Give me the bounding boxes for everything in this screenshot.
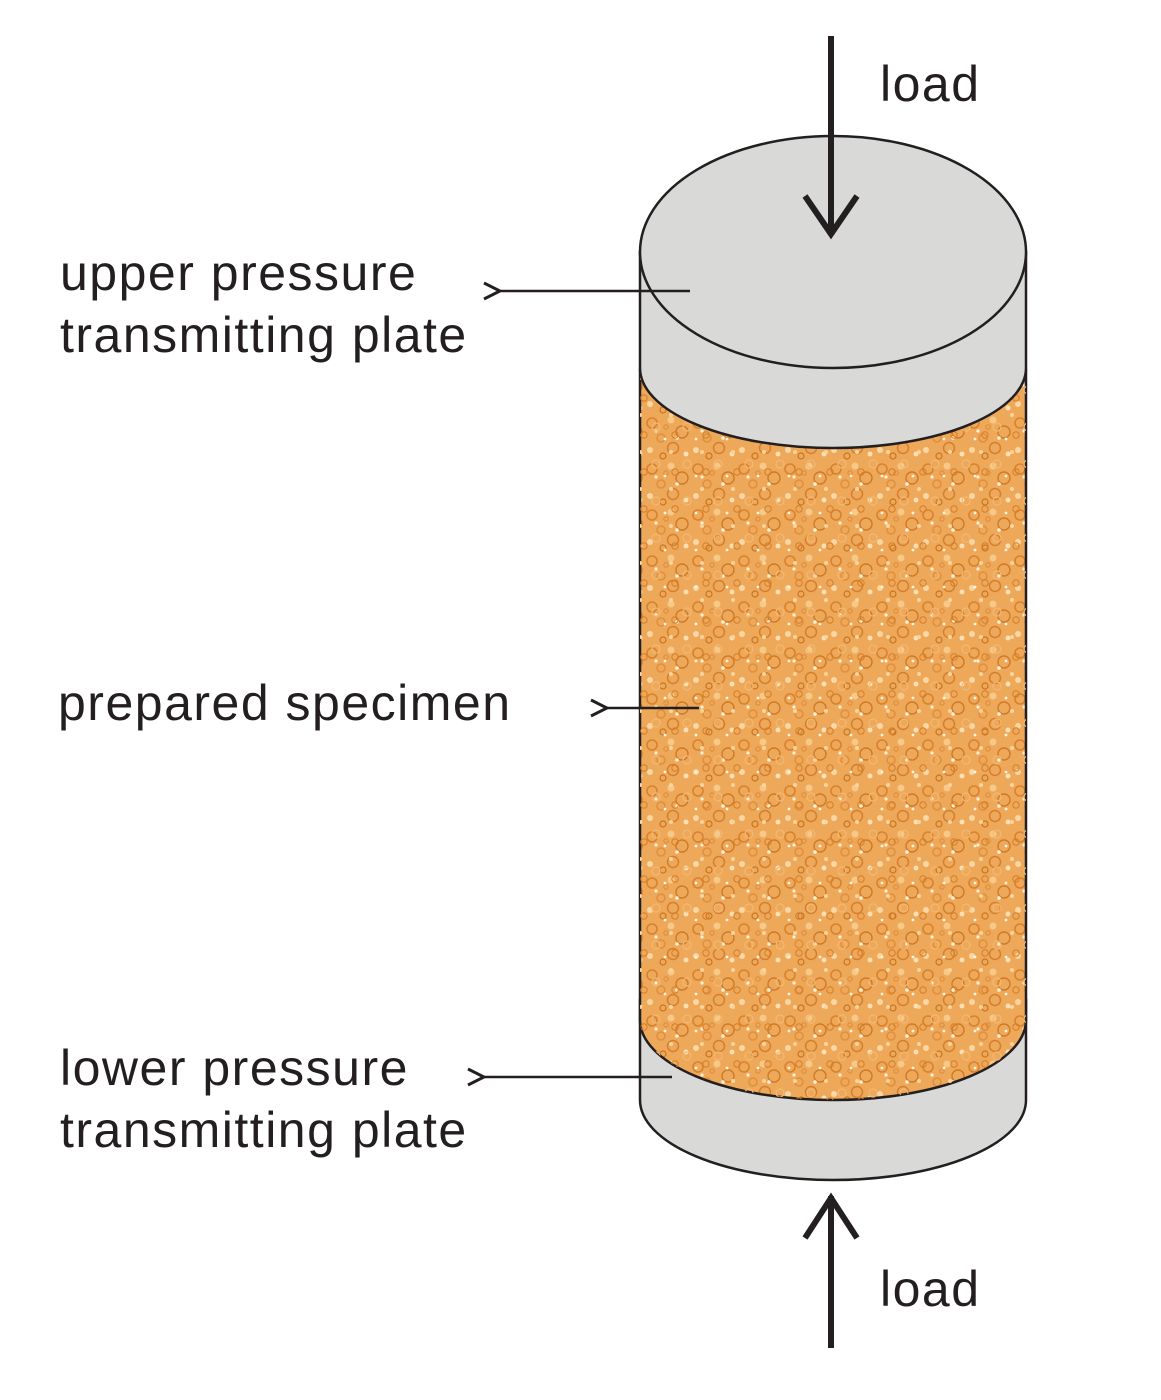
specimen-body [638,368,1028,1102]
load-arrow-top [802,36,860,240]
lower-plate-label-line1: lower pressure [60,1040,409,1096]
upper-plate-label-line2: transmitting plate [60,307,468,363]
load-label-bottom: load [880,1261,981,1317]
specimen-label: prepared specimen [58,675,512,731]
load-label-top: load [880,56,981,112]
upper-plate [638,134,1028,450]
load-arrow-bottom [802,1192,860,1348]
lower-plate-label-line2: transmitting plate [60,1102,468,1158]
upper-plate-label-line1: upper pressure [60,245,417,301]
